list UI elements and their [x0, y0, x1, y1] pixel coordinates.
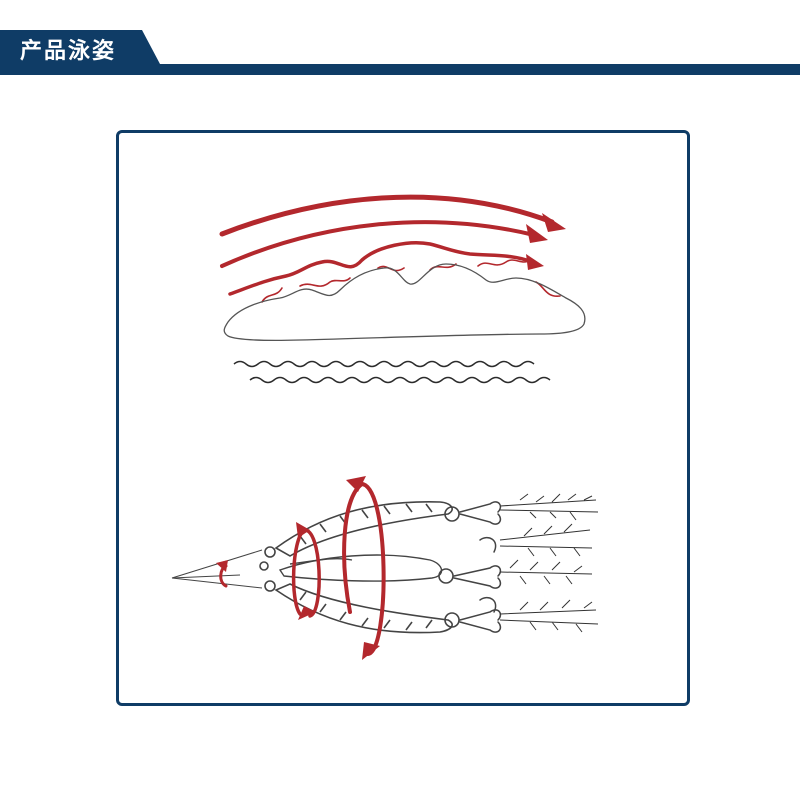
water-flow-illustration: [219, 194, 586, 384]
treble-hook-icon: [453, 501, 502, 633]
rotation-arrow-icon: [216, 560, 228, 588]
swivel-ring-icon: [259, 506, 460, 628]
lure-outline-icon: [223, 263, 586, 342]
header-bar: [0, 30, 800, 75]
flow-arrow-icon: [228, 241, 544, 296]
lure-rig-illustration: [171, 476, 599, 660]
wave-line-icon: [233, 360, 551, 384]
feather-tail-icon: [499, 493, 599, 633]
flow-arrow-icon: [219, 194, 566, 237]
rotation-arrow-icon: [342, 476, 386, 660]
lure-body-icon: [278, 554, 443, 582]
rotation-arrow-icon: [291, 522, 321, 620]
section-title: 产品泳姿: [20, 39, 117, 64]
flow-arrow-icon: [220, 220, 548, 268]
lure-body-icon: [274, 583, 453, 634]
section-header: 产品泳姿: [0, 0, 800, 80]
leader-line: [171, 549, 263, 589]
